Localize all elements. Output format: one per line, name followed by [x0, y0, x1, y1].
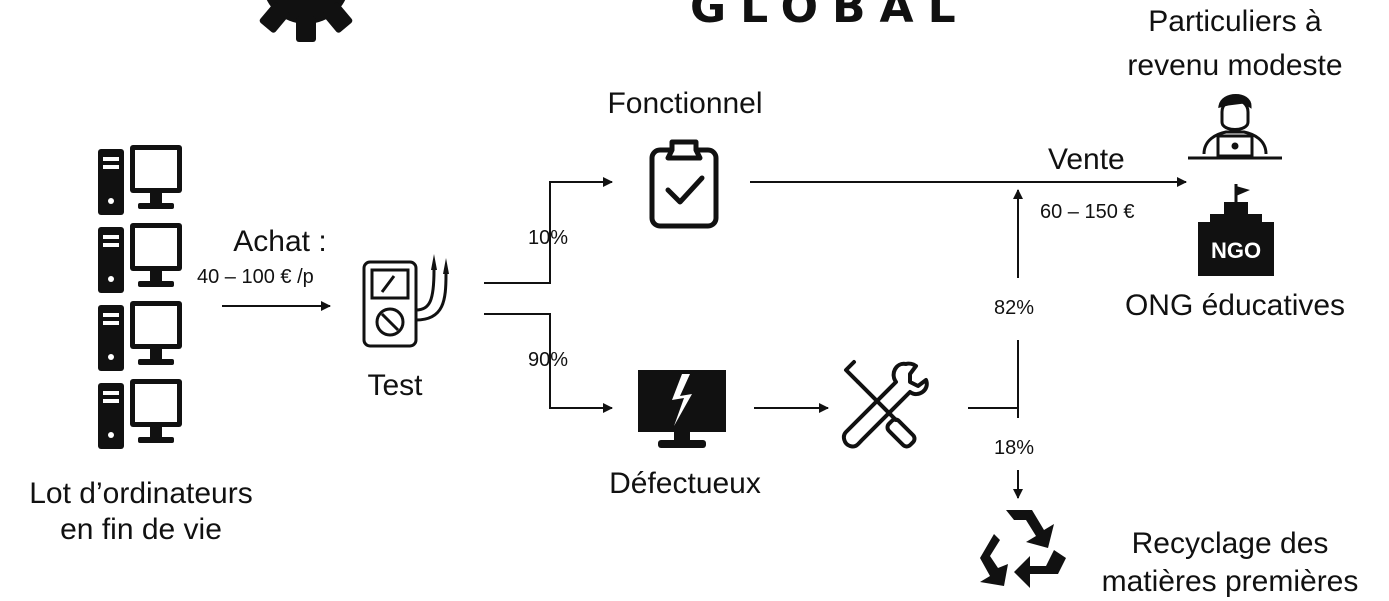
computer-icon [98, 145, 182, 215]
page-title: GLOBAL [690, 0, 970, 33]
recycle-icon [980, 510, 1066, 588]
computer-icon [98, 301, 182, 371]
computer-icon [98, 379, 182, 449]
purchase-label: Achat : [233, 225, 327, 258]
arrow-to-defective [484, 313, 613, 413]
multimeter-icon [362, 254, 449, 348]
broken-screen-icon [638, 370, 726, 448]
source-label-line1: Lot d’ordinateurs [29, 477, 253, 510]
ngo-label: ONG éducatives [1124, 289, 1346, 322]
repair-split-line [968, 340, 1019, 409]
functional-percent: 10% [528, 227, 569, 249]
sale-price: 60 – 150 € [1040, 201, 1135, 223]
defective-label: Défectueux [609, 467, 761, 500]
person-laptop-icon [1188, 94, 1282, 160]
source-label-line2: en fin de vie [60, 513, 222, 546]
tools-icon [841, 360, 929, 449]
computer-icon [98, 223, 182, 293]
purchase-price: 40 – 100 € /p [197, 266, 314, 288]
repair-success-percent: 82% [994, 297, 1035, 319]
defective-percent: 90% [528, 349, 569, 371]
ngo-badge: NGO [1210, 238, 1262, 263]
recycle-percent: 18% [994, 437, 1035, 459]
recycling-label-line1: Recyclage des [1131, 527, 1329, 560]
test-label: Test [367, 369, 423, 402]
arrow-to-functional [484, 177, 613, 284]
computer-stack [98, 145, 182, 449]
clipboard-check-icon [649, 139, 719, 229]
sale-label: Vente [1048, 143, 1125, 176]
recycling-label-line2: matières premières [1101, 565, 1359, 598]
ngo-building-icon [1198, 184, 1274, 276]
individuals-label-line1: Particuliers à [1148, 5, 1322, 38]
gear-icon [250, 0, 362, 42]
individuals-label-line2: revenu modeste [1127, 49, 1343, 82]
functional-label: Fonctionnel [607, 87, 763, 120]
